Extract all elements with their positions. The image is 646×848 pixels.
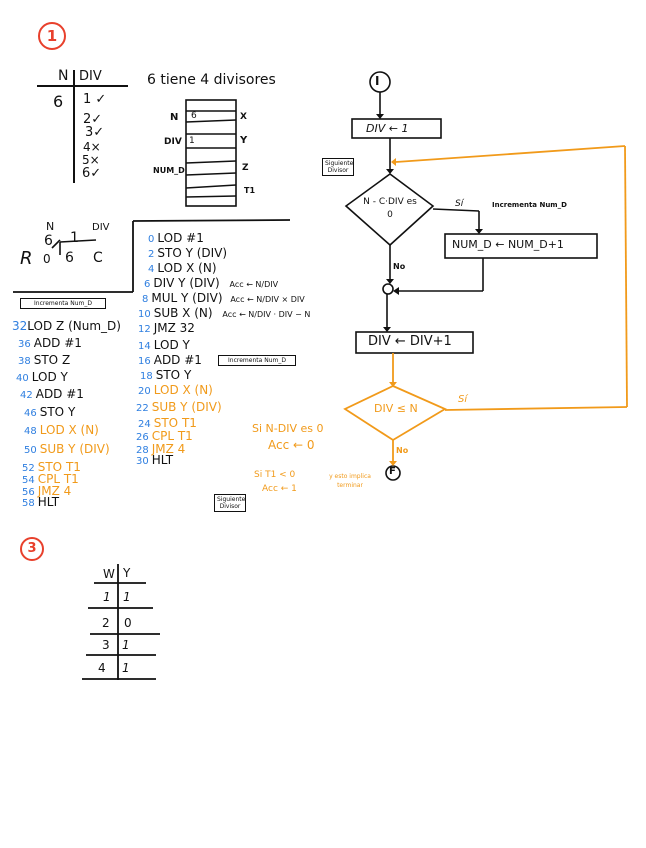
flow-no2: No — [396, 446, 409, 455]
division-remainder: 0 — [43, 252, 51, 266]
flow-yes2: Sí — [458, 394, 468, 405]
note-incrementa-mid: Incrementa Num_D — [218, 355, 296, 366]
flowchart-arrowheads — [376, 114, 483, 332]
div-row: 6✓ — [82, 166, 102, 181]
div-table-n-value: 6 — [53, 92, 64, 111]
section-divider-top — [132, 219, 291, 222]
wy-cell: 0 — [124, 616, 132, 630]
div-row: 4× — [83, 140, 101, 154]
flowchart-orange-arrowheads — [389, 158, 397, 466]
div-table-header-n: N — [58, 68, 69, 84]
memory-label-numd: NUM_D — [153, 166, 185, 175]
flow-end-label: F — [389, 466, 396, 477]
note-neg-acc: Acc ← 1 — [262, 484, 297, 494]
memory-title: 6 tiene 4 divisores — [147, 72, 276, 88]
flow-init: DIV ← 1 — [366, 122, 409, 135]
division-c-label: C — [93, 250, 103, 266]
division-quotient: 6 — [65, 250, 74, 266]
division-n-label: N — [46, 220, 55, 233]
flow-decision2: DIV ≤ N — [374, 402, 418, 415]
flow-start-label: I — [375, 74, 380, 88]
memory-label-y: Y — [240, 135, 248, 146]
memory-cell-n: 6 — [191, 111, 197, 121]
wy-cell: 1 — [103, 590, 111, 604]
div-table-header-div: DIV — [79, 69, 102, 84]
flow-step: DIV ← DIV+1 — [368, 334, 452, 349]
div-row: 2✓ — [83, 112, 103, 127]
wy-cell: 2 — [102, 616, 110, 630]
wy-table-lines — [82, 564, 160, 680]
flow-decision1: N - C·DIV es 0 — [363, 197, 417, 220]
wy-cell: 1 — [122, 661, 130, 675]
division-r-label: R — [20, 248, 33, 269]
div-row: 1 ✓ — [83, 92, 107, 107]
memory-label-n: N — [170, 112, 179, 123]
section-1-badge: 1 — [38, 22, 66, 50]
note-siguiente-divisor-flow: Siguiente Divisor — [322, 158, 354, 176]
wy-header-y: Y — [123, 566, 131, 580]
note-zero-acc: Acc ← 0 — [268, 438, 315, 452]
wy-cell: 1 — [122, 638, 130, 652]
memory-label-x: X — [240, 112, 247, 122]
wy-cell: 1 — [123, 590, 131, 604]
memory-label-t1: T1 — [244, 186, 256, 195]
section-3-badge: 3 — [20, 537, 44, 561]
division-div-label: DIV — [92, 222, 110, 233]
memory-label-div: DIV — [164, 137, 182, 147]
flow-yes1: Sí — [455, 199, 464, 209]
note-siguiente-divisor-code: Siguiente Divisor — [214, 494, 246, 512]
division-dividend: 6 — [44, 233, 53, 249]
memory-block — [185, 99, 237, 207]
note-zero-condition: Si N-DIV es 0 — [252, 422, 324, 435]
flowchart-orange-lines — [343, 145, 628, 463]
wy-header-w: W — [103, 567, 115, 581]
division-divisor: 1 — [70, 230, 79, 246]
flow-increment: NUM_D ← NUM_D+1 — [452, 238, 564, 251]
memory-cell-div: 1 — [189, 136, 195, 146]
wy-cell: 4 — [98, 661, 106, 675]
note-incrementa-left: Incrementa Num_D — [20, 298, 106, 309]
division-underline — [59, 239, 97, 243]
flow-increment-note: Incrementa Num_D — [492, 201, 567, 209]
wy-cell: 3 — [102, 638, 110, 652]
note-neg-condition: Si T1 < 0 — [254, 470, 296, 480]
flow-no1: No — [393, 262, 406, 271]
div-row: 3✓ — [85, 125, 105, 140]
div-row: 5× — [82, 153, 100, 167]
division-bracket — [51, 239, 61, 249]
program-line: 32LOD Z (Num_D) — [12, 319, 121, 333]
memory-label-z: Z — [242, 163, 249, 173]
flowchart-lines — [344, 71, 598, 481]
note-neg-result: y esto implica terminar — [329, 473, 371, 489]
